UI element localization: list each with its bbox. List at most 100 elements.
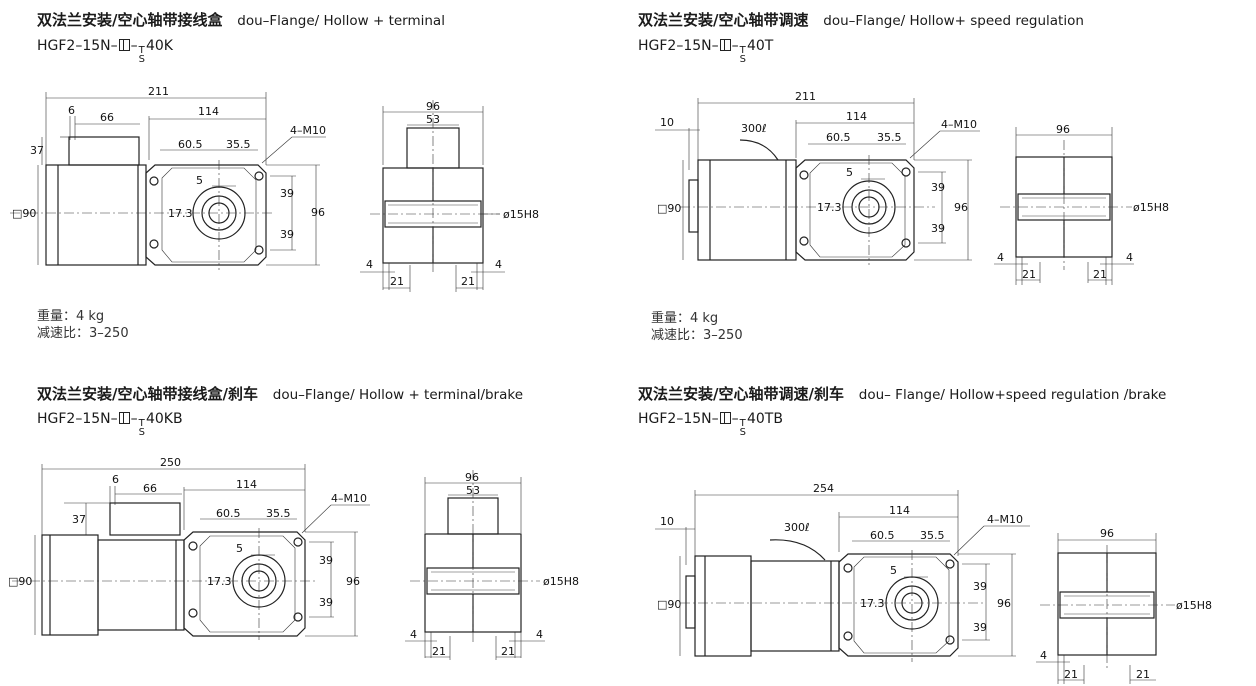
panel2-model-dash: – (731, 38, 739, 54)
dim-6: 6 (68, 104, 75, 117)
p3-side-21a: 21 (432, 645, 446, 658)
p2-dim-10: 10 (660, 116, 674, 129)
p2-dim-17-3: 17.3 (817, 201, 842, 214)
p3-dim-96: 96 (346, 575, 360, 588)
p3-dim-66: 66 (143, 482, 157, 495)
p4-dim-5: 5 (890, 564, 897, 577)
p2-dim-35-5: 35.5 (877, 131, 902, 144)
p3-side-4b: 4 (536, 628, 543, 641)
side-21b: 21 (461, 275, 475, 288)
p3-dim-17-3: 17.3 (207, 575, 232, 588)
p4-dim-39b: 39 (973, 621, 987, 634)
p2-dim-114: 114 (846, 110, 867, 123)
p3-dim-m10: 4–M10 (331, 492, 367, 505)
panel2-weight: 重量：4 kg (651, 311, 719, 326)
p4-side-96: 96 (1100, 527, 1114, 540)
dim-39a: 39 (280, 187, 294, 200)
p4-dim-sq90: □90 (657, 598, 681, 611)
p3-side-4a: 4 (410, 628, 417, 641)
panel1-model-suffix: 40K (145, 38, 173, 54)
dim-sq90: □90 (12, 207, 36, 220)
p2-side-4a: 4 (997, 251, 1004, 264)
panel1-title-en: dou–Flange/ Hollow + terminal (237, 13, 445, 29)
p4-dim-39a: 39 (973, 580, 987, 593)
panel3-title: 双法兰安装/空心轴带接线盒/刹车 dou–Flange/ Hollow + te… (37, 383, 523, 404)
p2-dim-overall: 211 (795, 90, 816, 103)
panel1-model-dash: – (130, 38, 138, 54)
panel1-model-s: S (138, 54, 145, 65)
p3-dim-39b: 39 (319, 596, 333, 609)
p2-dim-39b: 39 (931, 222, 945, 235)
p2-dim-sq90: □90 (657, 202, 681, 215)
p3-side-96: 96 (465, 471, 479, 484)
dim-17-3: 17.3 (168, 207, 193, 220)
p4-dim-m10: 4–M10 (987, 513, 1023, 526)
p3-dim-37: 37 (72, 513, 86, 526)
panel2-model-suffix: 40T (746, 38, 774, 54)
p4-side-21b: 21 (1136, 668, 1150, 681)
dim-m10: 4–M10 (290, 124, 326, 137)
p2-side-4b: 4 (1126, 251, 1133, 264)
panel2-model-s: S (739, 54, 746, 65)
p3-dim-35-5: 35.5 (266, 507, 291, 520)
p4-side-21a: 21 (1064, 668, 1078, 681)
p4-dim-10: 10 (660, 515, 674, 528)
panel1-drawing: 211 6 66 37 114 60.5 35.5 4–M10 5 17.3 3… (10, 85, 539, 292)
dim-overall: 211 (148, 85, 169, 98)
side-21a: 21 (390, 275, 404, 288)
dim-35-5: 35.5 (226, 138, 251, 151)
panel1-title-zh: 双法兰安装/空心轴带接线盒 (37, 11, 223, 29)
panel3-title-en: dou–Flange/ Hollow + terminal/brake (272, 387, 524, 403)
p2-side-shaft: ø15H8 (1133, 201, 1169, 214)
dim-66: 66 (100, 111, 114, 124)
panel2-model-t: T (739, 45, 746, 56)
panel3-model-dash: – (130, 411, 138, 427)
p3-side-shaft: ø15H8 (543, 575, 579, 588)
panel3-model-suffix: 40KB (145, 411, 183, 427)
panel3-model-t: T (138, 418, 145, 429)
panel4-title-zh: 双法兰安装/空心轴带调速/刹车 (638, 385, 844, 403)
dim-5: 5 (196, 174, 203, 187)
panel4-model-box (719, 412, 731, 424)
panel3-title-zh: 双法兰安装/空心轴带接线盒/刹车 (37, 385, 258, 403)
panel2-title: 双法兰安装/空心轴带调速 dou–Flange/ Hollow+ speed r… (638, 9, 1084, 30)
dim-39b: 39 (280, 228, 294, 241)
dim-60-5: 60.5 (178, 138, 203, 151)
p4-dim-35-5: 35.5 (920, 529, 945, 542)
panel3-model-s: S (138, 427, 145, 438)
p3-dim-overall: 250 (160, 456, 181, 469)
p2-side-96: 96 (1056, 123, 1070, 136)
panel4-model-dash: – (731, 411, 739, 427)
side-4a: 4 (366, 258, 373, 271)
p3-dim-sq90: □90 (8, 575, 32, 588)
p2-dim-60-5: 60.5 (826, 131, 851, 144)
p3-side-21b: 21 (501, 645, 515, 658)
panel4-model-prefix: HGF2–15N– (638, 411, 719, 427)
p2-side-21a: 21 (1022, 268, 1036, 281)
panel2-model-prefix: HGF2–15N– (638, 38, 719, 54)
side-4b: 4 (495, 258, 502, 271)
panel3-drawing: 250 6 66 37 114 60.5 35.5 4–M10 5 17.3 3… (8, 456, 579, 660)
panel4-title: 双法兰安装/空心轴带调速/刹车 dou– Flange/ Hollow+spee… (638, 383, 1166, 404)
panel2-model-box (719, 39, 731, 51)
p4-dim-overall: 254 (813, 482, 834, 495)
panel1-model-prefix: HGF2–15N– (37, 38, 118, 54)
p4-dim-cable: 300ℓ (784, 521, 810, 534)
p3-dim-60-5: 60.5 (216, 507, 241, 520)
panel1-ratio: 减速比：3–250 (37, 326, 129, 341)
panel1-title: 双法兰安装/空心轴带接线盒 dou–Flange/ Hollow + termi… (37, 9, 445, 30)
panel4-model-t: T (739, 418, 746, 429)
p3-dim-5: 5 (236, 542, 243, 555)
p4-dim-96: 96 (997, 597, 1011, 610)
p2-dim-cable: 300ℓ (741, 122, 767, 135)
p3-dim-6: 6 (112, 473, 119, 486)
panel4-title-en: dou– Flange/ Hollow+speed regulation /br… (858, 387, 1167, 403)
p2-dim-39a: 39 (931, 181, 945, 194)
p2-dim-m10: 4–M10 (941, 118, 977, 131)
p2-dim-96: 96 (954, 201, 968, 214)
